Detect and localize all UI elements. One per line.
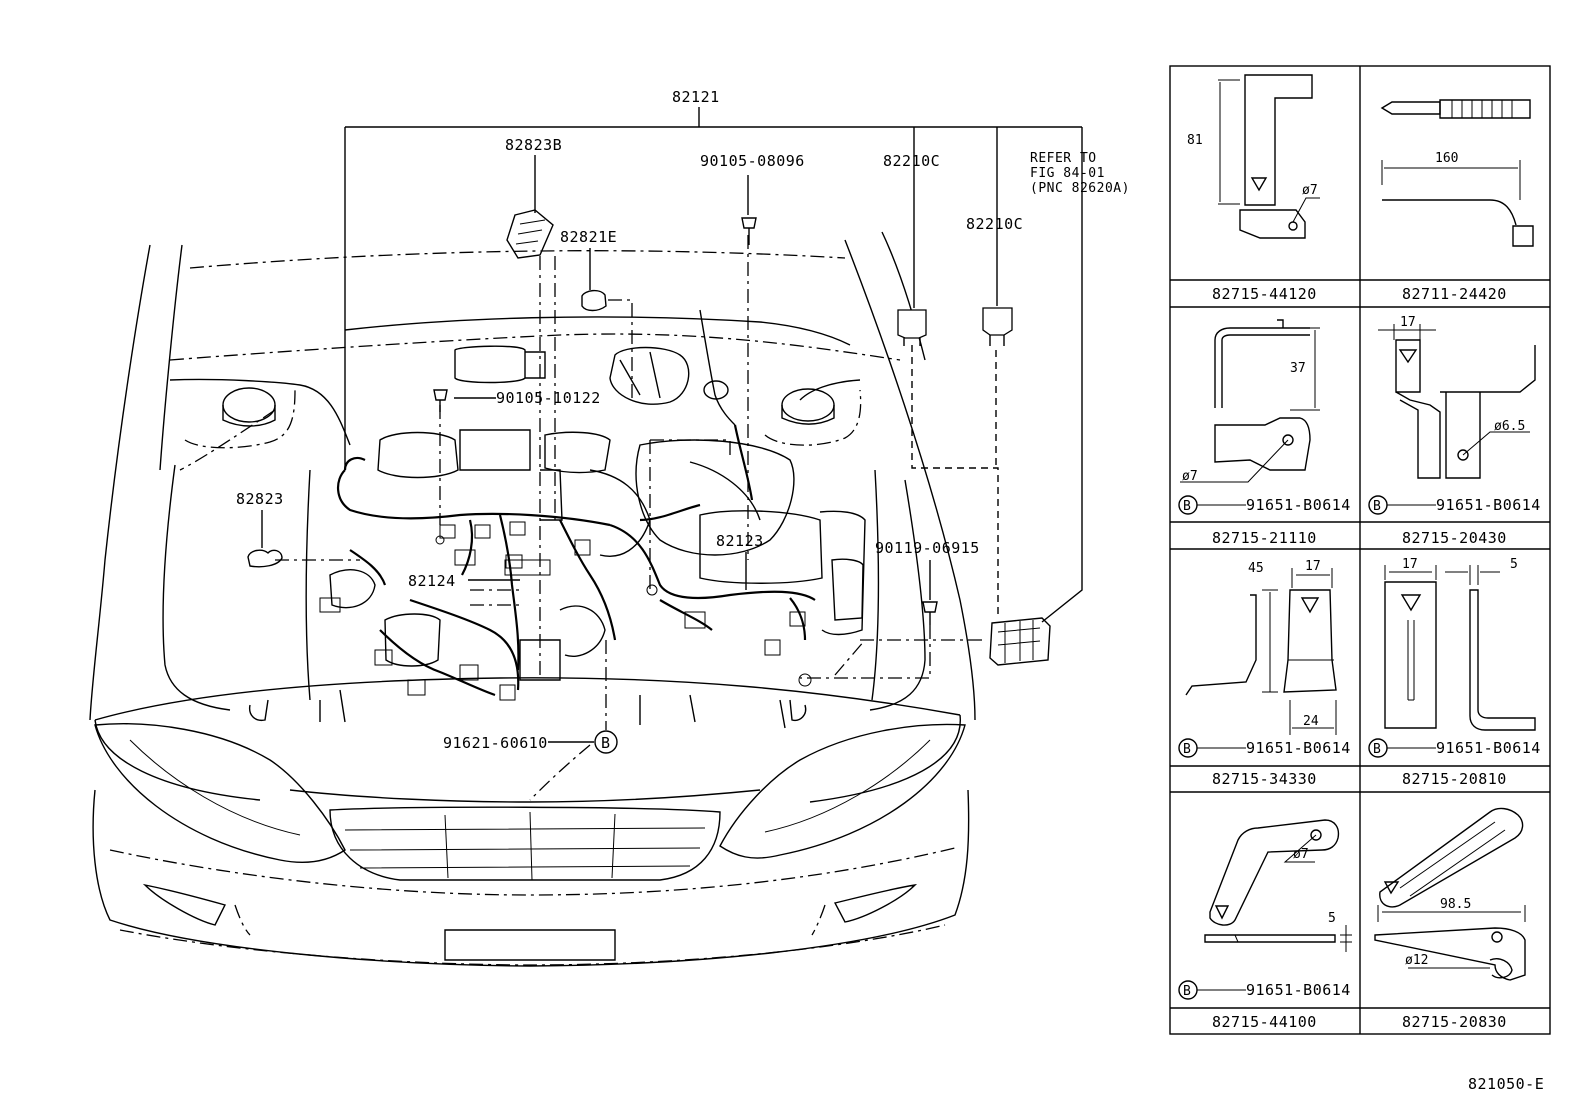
part-90119-06915-label: 90119-06915 [875, 539, 980, 557]
part-no-82715-20810: 82715-20810 [1402, 770, 1507, 788]
dim-o12: ø12 [1405, 953, 1428, 968]
bolt-91651-b0614-c: 91651-B0614 [1246, 739, 1351, 757]
reference-note-line3: (PNC 82620A) [1030, 181, 1130, 196]
part-no-82715-20430: 82715-20430 [1402, 529, 1507, 547]
marker-b-21110: B [1183, 499, 1191, 514]
marker-b-34330: B [1183, 742, 1191, 757]
reference-note-line2: FIG 84-01 [1030, 166, 1105, 181]
bolt-91651-b0614-d: 91651-B0614 [1436, 739, 1541, 757]
part-82823b-label: 82823B [505, 136, 562, 154]
harness-leader-lines [261, 107, 1083, 743]
dim-160: 160 [1435, 151, 1458, 166]
dim-o7-b: ø7 [1182, 469, 1198, 484]
part-82123-label: 82123 [716, 532, 764, 550]
part-82121-label: 82121 [672, 88, 720, 106]
bolt-91651-b0614-a: 91651-B0614 [1246, 496, 1351, 514]
figure-id: 821050-E [1468, 1075, 1544, 1093]
part-no-82711-24420: 82711-24420 [1402, 285, 1507, 303]
part-no-82715-21110: 82715-21110 [1212, 529, 1317, 547]
part-90105-10122-label: 90105-10122 [496, 389, 601, 407]
dim-5-b: 5 [1328, 911, 1336, 926]
part-82210c-label-b: 82210C [966, 215, 1023, 233]
table-cell-82715-44120: 81 ø7 82715-44120 [1187, 74, 1320, 303]
part-no-82715-20830: 82715-20830 [1402, 1013, 1507, 1031]
callout-labels: 82121 82823B 82821E 90105-08096 82210C 8… [236, 88, 1544, 1093]
dim-81: 81 [1187, 133, 1203, 148]
part-no-82715-44100: 82715-44100 [1212, 1013, 1317, 1031]
part-no-82715-34330: 82715-34330 [1212, 770, 1317, 788]
dim-37: 37 [1290, 361, 1306, 376]
dim-o7-a: ø7 [1302, 183, 1318, 198]
dim-o7-c: ø7 [1293, 847, 1309, 862]
dim-17-a: 17 [1400, 315, 1416, 330]
table-cell-82715-20430: 17 ø6.5 B 91651-B0614 82715-20430 [1368, 315, 1541, 547]
dim-o6-5: ø6.5 [1494, 419, 1525, 434]
marker-b-20810: B [1373, 742, 1381, 757]
dim-5-a: 5 [1510, 557, 1518, 572]
part-no-82715-44120: 82715-44120 [1212, 285, 1317, 303]
vehicle-front-illustration [89, 209, 1051, 967]
table-cell-82715-34330: 45 17 24 B 91651-B0614 82715-34330 [1178, 559, 1351, 788]
part-82823-label: 82823 [236, 490, 284, 508]
table-cell-82715-44100: ø7 5 B 91651-B0614 82715-44100 [1178, 819, 1352, 1031]
table-cell-82711-24420: 160 82711-24420 [1380, 99, 1534, 303]
dim-45: 45 [1248, 561, 1264, 576]
table-cell-82715-20830: 98.5 ø12 82715-20830 [1374, 807, 1526, 1031]
dim-98-5: 98.5 [1440, 897, 1471, 912]
table-cell-82715-20810: 17 5 B 91651-B0614 82715-20810 [1368, 557, 1541, 788]
part-90105-08096-label: 90105-08096 [700, 152, 805, 170]
bolt-91651-b0614-b: 91651-B0614 [1436, 496, 1541, 514]
reference-note-line1: REFER TO [1030, 151, 1097, 166]
dim-24: 24 [1303, 714, 1319, 729]
bolt-marker-b: B [601, 734, 611, 752]
bolt-91651-b0614-e: 91651-B0614 [1246, 981, 1351, 999]
part-82124-label: 82124 [408, 572, 456, 590]
part-82821e-label: 82821E [560, 228, 617, 246]
parts-table: 81 ø7 82715-44120 160 82711-24420 37 ø7 [1169, 65, 1551, 1035]
dim-17-b: 17 [1305, 559, 1321, 574]
part-82210c-label-a: 82210C [883, 152, 940, 170]
part-91621-60610-label: 91621-60610 [443, 734, 548, 752]
dim-17-c: 17 [1402, 557, 1418, 572]
table-cell-82715-21110: 37 ø7 B 91651-B0614 82715-21110 [1178, 319, 1351, 547]
marker-b-20430: B [1373, 499, 1381, 514]
marker-b-44100: B [1183, 984, 1191, 999]
